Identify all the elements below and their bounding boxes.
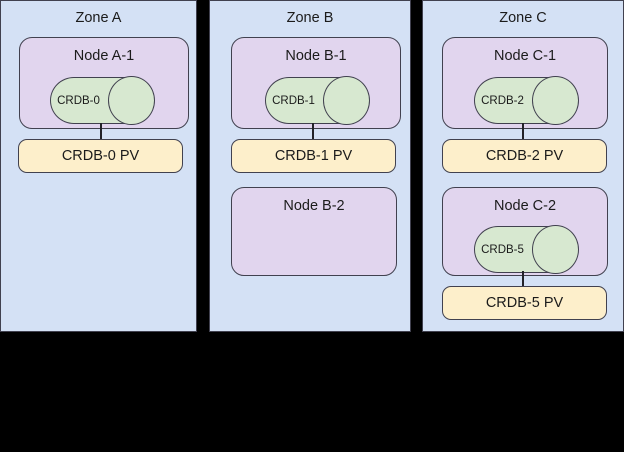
zone-title-b: Zone B xyxy=(286,10,334,26)
node-box-a-1[interactable]: Node A-1 CRDB-0 xyxy=(19,37,189,129)
node-title-c-1: Node C-1 xyxy=(493,48,557,64)
database-cylinder-crdb-1[interactable]: CRDB-1 xyxy=(265,75,371,126)
pv-box-crdb-1[interactable]: CRDB-1 PV xyxy=(231,139,396,173)
node-box-b-2[interactable]: Node B-2 xyxy=(231,187,397,276)
zone-title-c: Zone C xyxy=(499,10,547,26)
node-title-c-2: Node C-2 xyxy=(493,198,557,214)
pv-box-crdb-5[interactable]: CRDB-5 PV xyxy=(442,286,607,320)
pv-box-crdb-0[interactable]: CRDB-0 PV xyxy=(18,139,183,173)
connector-node-b-1-to-pv xyxy=(312,123,314,141)
pv-label-crdb-1: CRDB-1 PV xyxy=(274,148,353,164)
pv-label-crdb-0: CRDB-0 PV xyxy=(61,148,140,164)
zone-container-c[interactable]: Zone C Node C-1 CRDB-2 CRDB-2 PV Node C-… xyxy=(422,0,624,332)
zone-title-a: Zone A xyxy=(75,10,122,26)
cylinder-cap xyxy=(532,75,580,126)
database-cylinder-crdb-0[interactable]: CRDB-0 xyxy=(50,75,156,126)
connector-node-c-2-to-pv xyxy=(522,271,524,288)
database-label-crdb-1: CRDB-1 xyxy=(272,94,315,107)
node-title-a-1: Node A-1 xyxy=(73,48,135,64)
zone-container-b[interactable]: Zone B Node B-1 CRDB-1 CRDB-1 PV Node B-… xyxy=(209,0,411,332)
database-cylinder-crdb-2[interactable]: CRDB-2 xyxy=(474,75,580,126)
node-box-b-1[interactable]: Node B-1 CRDB-1 xyxy=(231,37,401,129)
node-title-b-1: Node B-1 xyxy=(285,48,347,64)
connector-node-a-1-to-pv xyxy=(100,123,102,141)
cylinder-cap xyxy=(323,75,371,126)
database-label-crdb-0: CRDB-0 xyxy=(57,94,100,107)
pv-label-crdb-5: CRDB-5 PV xyxy=(485,295,564,311)
database-label-crdb-2: CRDB-2 xyxy=(481,94,524,107)
cylinder-cap xyxy=(108,75,156,126)
pv-label-crdb-2: CRDB-2 PV xyxy=(485,148,564,164)
node-title-b-2: Node B-2 xyxy=(283,198,345,214)
database-cylinder-crdb-5[interactable]: CRDB-5 xyxy=(474,224,580,275)
node-box-c-1[interactable]: Node C-1 CRDB-2 xyxy=(442,37,608,129)
database-label-crdb-5: CRDB-5 xyxy=(481,243,524,256)
pv-box-crdb-2[interactable]: CRDB-2 PV xyxy=(442,139,607,173)
node-box-c-2[interactable]: Node C-2 CRDB-5 xyxy=(442,187,608,276)
connector-node-c-1-to-pv xyxy=(522,123,524,141)
cylinder-cap xyxy=(532,224,580,275)
zone-container-a[interactable]: Zone A Node A-1 CRDB-0 CRDB-0 PV xyxy=(0,0,197,332)
